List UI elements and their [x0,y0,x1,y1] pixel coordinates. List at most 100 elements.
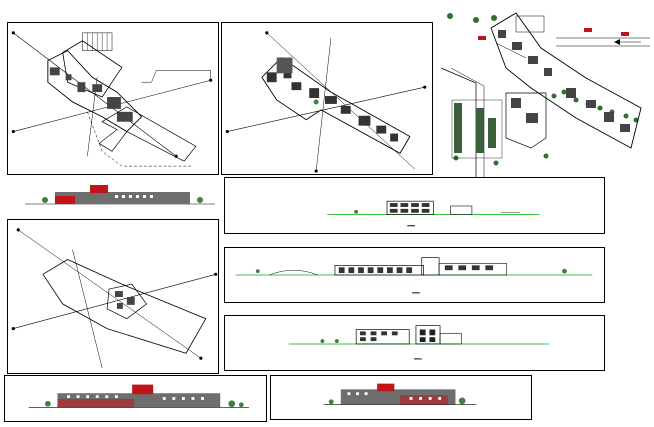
elevation-small-drawing [25,185,215,205]
parking-lot [451,99,503,159]
sheet-elevation-small-left [20,180,220,210]
sheet-section-1 [224,177,605,234]
section-3-drawing [288,325,550,360]
car-red [621,32,629,36]
sheet-site-plan [436,8,650,178]
elevation-bottom-left-drawing [28,384,249,408]
section-detail [444,265,494,271]
tower-accent [132,384,154,395]
annex-section [439,333,462,345]
site-boundary [141,70,211,83]
building-section [386,200,434,216]
axis-marker [209,78,213,82]
plan-upper-drawing [225,31,427,173]
tree-icon [197,197,203,203]
room-detail [114,291,135,309]
axis-marker [11,31,15,35]
tree-icon [228,400,236,408]
tree-icon [562,268,567,274]
tree-icon [320,339,325,343]
section-detail [419,329,436,343]
axis-marker [265,31,269,35]
section-label-bar [412,292,420,294]
tree-icon [42,197,48,203]
axis-line [227,86,425,132]
tree-icon [334,339,339,343]
window-row [115,195,153,198]
building-footprint [106,283,148,320]
window-row [67,395,204,400]
stair-block [276,57,293,74]
annex-section [450,205,473,215]
annex-detail [511,98,538,123]
sheet-plan-ground [7,22,219,175]
window-row [347,392,442,400]
sheet-plan-upper [221,22,433,175]
tower-accent [90,185,108,193]
axis-line [13,274,216,329]
facade-accent [55,196,75,204]
roof-plan-drawing [11,228,218,369]
tree-icon [458,397,466,405]
terrain-mound [269,269,318,276]
axis-marker [214,272,218,276]
axis-marker [199,356,203,360]
building-section [355,329,410,345]
room-detail [49,67,133,122]
tree-row [447,13,639,166]
stair-hatch [515,15,545,33]
extension-outline [98,106,197,162]
tree-icon [328,399,334,405]
sheet-section-2 [224,247,605,303]
building-section [334,265,424,276]
axis-marker [16,228,20,232]
green-marker [313,99,319,105]
annex-section [438,263,507,276]
site-outline [42,259,207,354]
facade-accent [400,395,448,405]
axis-line [13,32,177,157]
axis-marker [314,169,318,173]
axis-marker [11,129,15,134]
axis-line [266,32,416,170]
building-outline [47,50,143,133]
room-detail [498,30,630,132]
tree-icon [255,269,260,274]
sheet-elevation-bottom-right [270,375,532,420]
tree-icon [238,402,244,408]
section-detail [389,203,430,213]
road-line [495,42,527,59]
section-2-drawing [235,257,593,294]
axis-line [18,229,201,359]
tower-section [415,325,441,345]
annex-outline [505,92,547,149]
car-red [584,28,592,32]
parking-lot [454,103,496,153]
facade-accent [57,398,135,408]
section-label-bar [414,358,422,360]
sheet-elevation-bottom-left [4,375,267,422]
site-plan-drawing [440,12,650,178]
car-red [478,36,486,40]
tower-accent [377,383,395,392]
axis-line [315,37,332,172]
elevation-bottom-right-drawing [323,383,477,405]
tree-icon [45,400,51,407]
room-detail [266,70,399,142]
section-detail [338,267,413,274]
building-outline [490,12,642,149]
building-outline [261,56,411,154]
tree-icon [354,209,359,214]
sheet-roof-plan [7,219,219,374]
section-detail [360,331,398,342]
axis-marker [225,129,229,134]
axis-marker [11,327,15,331]
tower-section [421,257,440,276]
section-label-bar [407,225,415,227]
sheet-section-3 [224,315,605,371]
axis-marker [423,85,427,89]
dashed-outline [87,111,191,167]
axis-line [72,249,103,369]
stair-lines [87,32,108,51]
plan-ground-drawing [11,31,213,167]
